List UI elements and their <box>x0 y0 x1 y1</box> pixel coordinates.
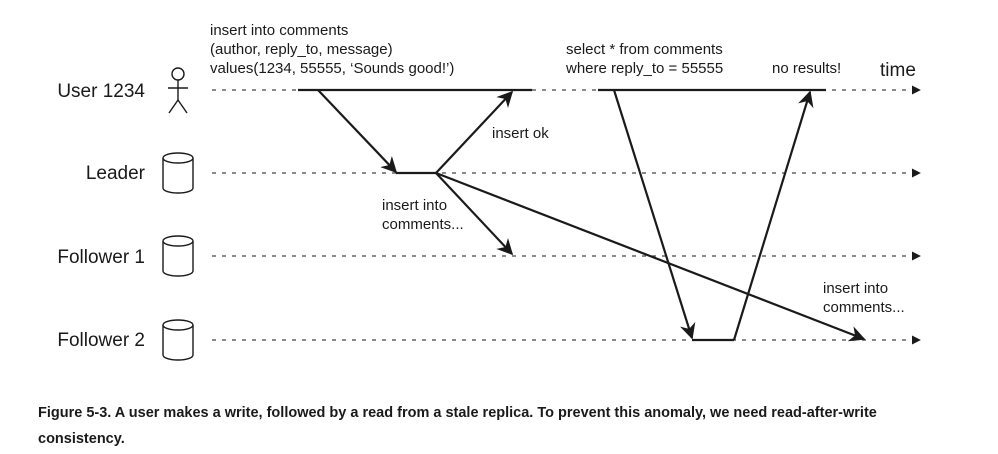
replication-follower1-text: insert into comments... <box>382 197 464 233</box>
insert-ok-arrow <box>435 90 514 174</box>
database-cylinder-icon <box>162 152 194 194</box>
read-request-arrow <box>598 88 826 340</box>
svg-text:where reply_to = 55555: where reply_to = 55555 <box>565 60 723 77</box>
svg-text:values(1234, 55555, ‘Sounds go: values(1234, 55555, ‘Sounds good!’) <box>210 60 454 77</box>
replication-arrow-follower2 <box>435 171 866 342</box>
read-result-text: no results! <box>772 60 841 77</box>
replication-arrow-follower1 <box>435 172 514 256</box>
database-cylinder-icon <box>162 235 194 277</box>
svg-text:comments...: comments... <box>823 299 905 316</box>
svg-text:insert into: insert into <box>823 280 888 297</box>
write-request-arrow <box>298 88 532 174</box>
lane-label-follower1: Follower 1 <box>57 247 145 268</box>
lane-label-follower2: Follower 2 <box>57 330 145 351</box>
read-response-arrow <box>732 90 814 341</box>
replication-lag-diagram: User 1234 Leader Follower 1 Follower 2 t… <box>57 22 921 361</box>
lane-label-user: User 1234 <box>57 81 145 102</box>
svg-text:select * from comments: select * from comments <box>566 41 723 58</box>
insert-ok-text: insert ok <box>492 125 549 142</box>
figure-caption: Figure 5-3. A user makes a write, follow… <box>38 405 877 447</box>
svg-text:(author, reply_to, message): (author, reply_to, message) <box>210 41 393 58</box>
replication-follower2-text: insert into comments... <box>823 280 905 316</box>
database-cylinder-icon <box>162 319 194 361</box>
svg-text:insert into: insert into <box>382 197 447 214</box>
time-axis-label: time <box>880 60 916 81</box>
write-request-text: insert into comments (author, reply_to, … <box>210 22 454 77</box>
svg-text:comments...: comments... <box>382 216 464 233</box>
stick-figure-icon <box>168 67 188 114</box>
svg-text:insert into comments: insert into comments <box>210 22 348 39</box>
read-request-text: select * from comments where reply_to = … <box>565 41 723 77</box>
lane-label-leader: Leader <box>86 163 146 184</box>
